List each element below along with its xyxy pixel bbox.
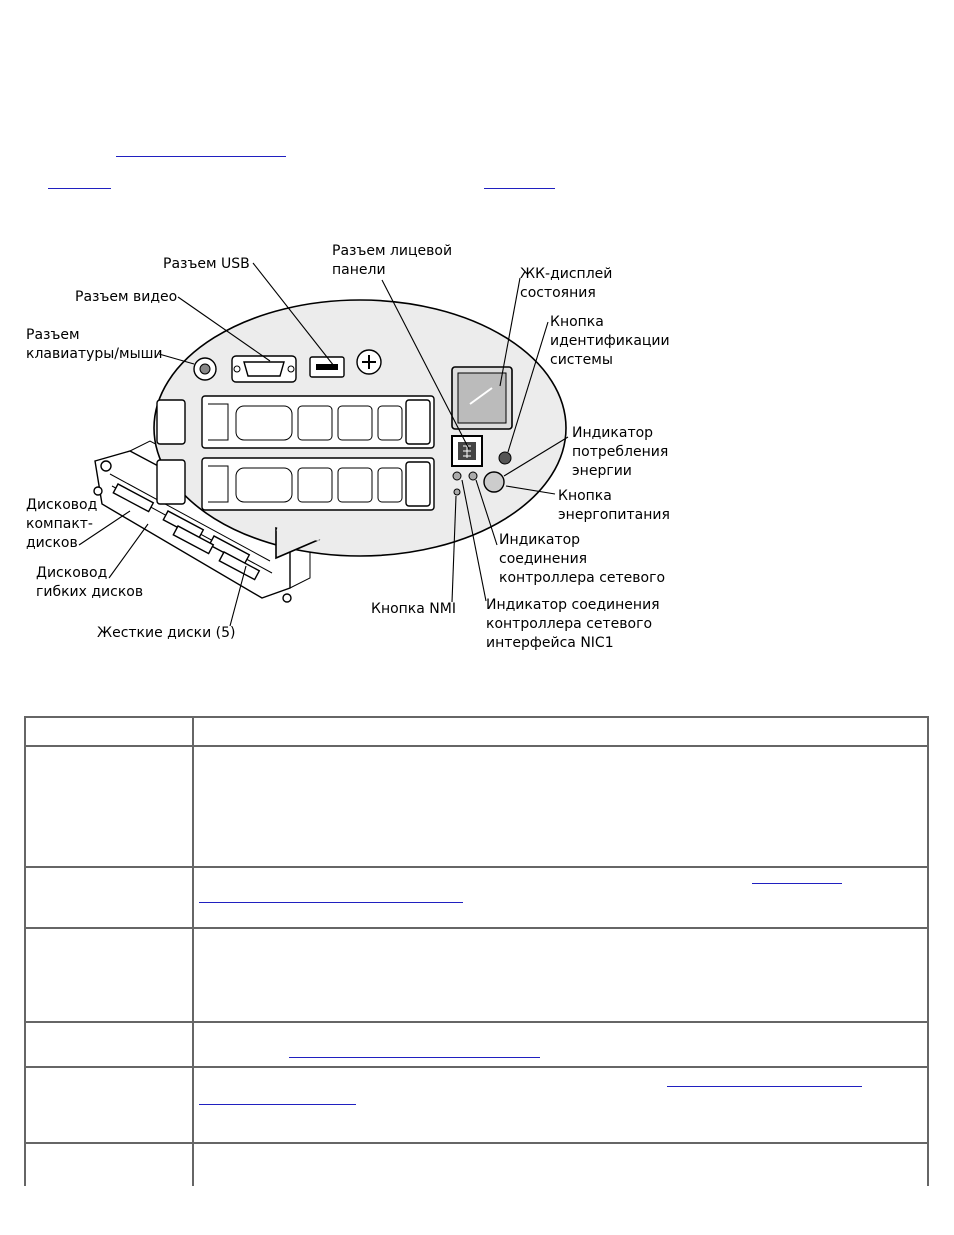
table-link[interactable]	[667, 1086, 862, 1087]
table-row-divider	[26, 1021, 927, 1023]
component-table	[24, 716, 929, 1186]
label-usb: Разъем USB	[163, 256, 250, 272]
connectors	[193, 349, 382, 383]
table-row-divider	[26, 745, 927, 747]
link-right[interactable]	[484, 188, 555, 189]
table-row-divider	[26, 927, 927, 929]
control-panel	[451, 366, 513, 496]
table-link[interactable]	[289, 1057, 540, 1058]
link-left[interactable]	[48, 188, 111, 189]
drive-bays	[156, 395, 435, 511]
server-chassis	[93, 440, 312, 603]
table-column-divider	[192, 718, 194, 1186]
table-link[interactable]	[199, 1104, 356, 1105]
label-hdd: Жесткие диски (5)	[97, 625, 235, 641]
leader-lines	[78, 262, 569, 627]
table-row-divider	[26, 1142, 927, 1144]
table-link[interactable]	[199, 902, 463, 903]
link-top[interactable]	[116, 156, 286, 157]
table-row-divider	[26, 1066, 927, 1068]
table-row-divider	[26, 866, 927, 868]
table-link[interactable]	[752, 883, 842, 884]
label-video: Разъем видео	[75, 289, 177, 305]
label-nmi: Кнопка NMI	[371, 601, 456, 617]
